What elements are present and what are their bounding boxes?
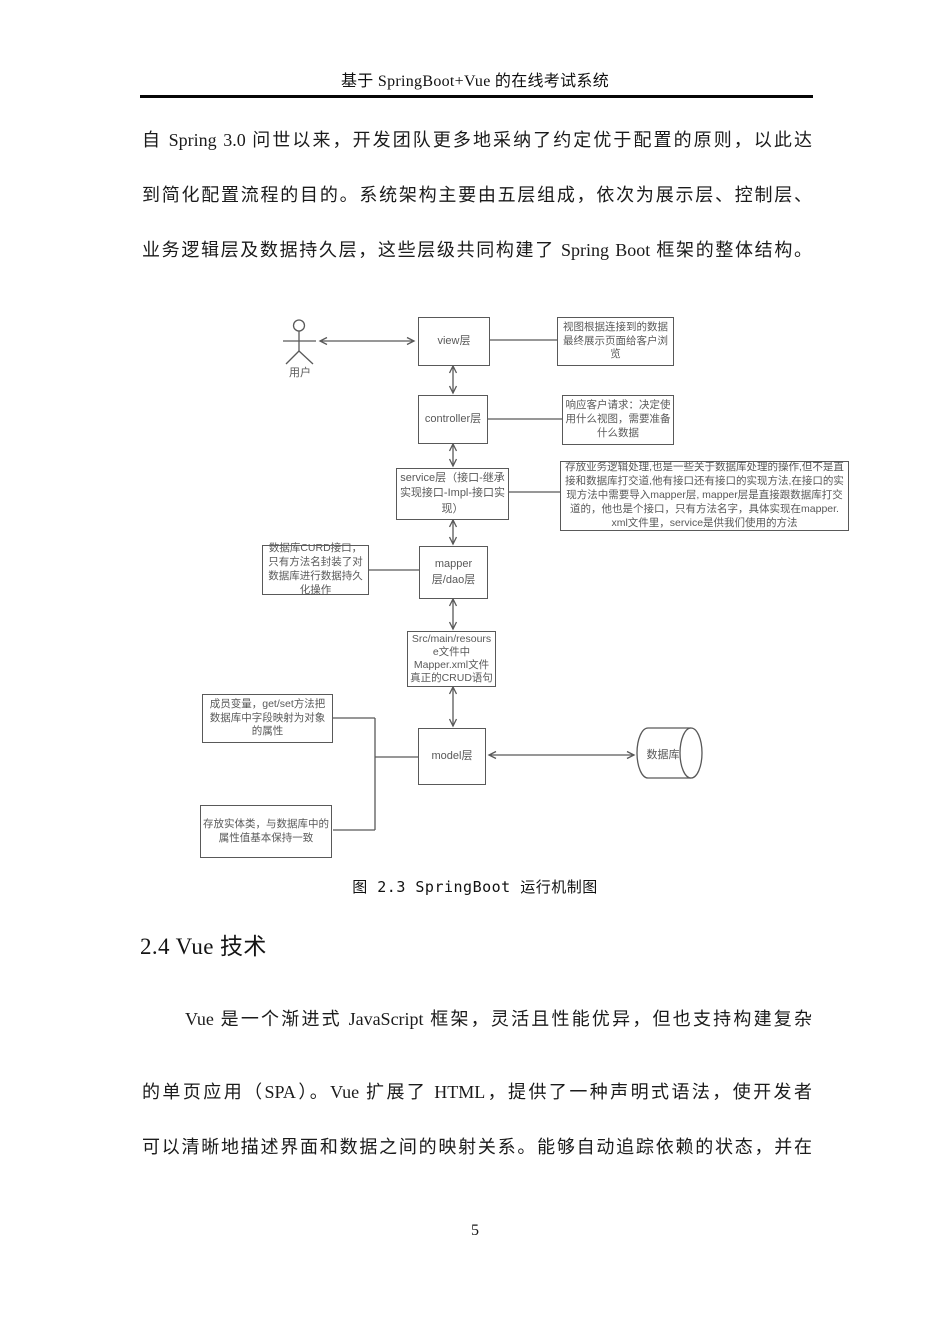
- annotation-service: 存放业务逻辑处理,也是一些关于数据库处理的操作,但不是直接和数据库打交道,他有接…: [560, 461, 849, 531]
- annotation-mapper: 数据库CURD接口，只有方法名封装了对数据库进行数据持久化操作: [262, 542, 369, 596]
- paragraph-line: 可以清晰地描述界面和数据之间的映射关系。能够自动追踪依赖的状态，并在: [142, 1137, 812, 1157]
- page-number: 5: [471, 1222, 479, 1239]
- src-resource-line: Src/main/resourse文件中: [411, 632, 492, 658]
- controller-layer-box: controller层: [418, 395, 488, 444]
- annotation-controller: 响应客户请求：决定使用什么视图，需要准备什么数据: [562, 395, 674, 445]
- section-heading: 2.4 Vue 技术: [140, 934, 267, 959]
- header-title: 基于 SpringBoot+Vue 的在线考试系统: [340, 73, 609, 90]
- annotation-view: 视图根据连接到的数据最终展示页面给客户浏览: [557, 317, 674, 366]
- annotation-model-member: 成员变量，get/set方法把数据库中字段映射为对象的属性: [202, 694, 333, 743]
- annotation-model-entity: 存放实体类，与数据库中的属性值基本保持一致: [200, 805, 332, 858]
- header-rule: [140, 95, 813, 98]
- paragraph-line: Vue 是一个渐进式 JavaScript 框架，灵活且性能优异，但也支持构建复…: [185, 1009, 812, 1029]
- database-cylinder-icon: [636, 727, 703, 779]
- view-layer-box: view层: [418, 317, 490, 366]
- model-layer-box: model层: [418, 728, 486, 785]
- paragraph-line: 业务逻辑层及数据持久层，这些层级共同构建了 Spring Boot 框架的整体结…: [142, 240, 812, 260]
- paragraph-line: 的单页应用（SPA）。Vue 扩展了 HTML，提供了一种声明式语法，使开发者: [142, 1082, 812, 1102]
- connector-model-annotations: [333, 717, 418, 831]
- src-resource-line: Mapper.xml文件: [413, 659, 490, 671]
- src-resource-box: Src/main/resourse文件中 Mapper.xml文件 真正的CRU…: [407, 631, 496, 687]
- database-label: 数据库: [646, 749, 680, 761]
- src-resource-line: 真正的CRUD语句: [410, 672, 493, 685]
- paragraph-line: 自 Spring 3.0 问世以来，开发团队更多地采纳了约定优于配置的原则，以此…: [142, 130, 812, 150]
- user-actor-label: 用户: [289, 367, 311, 379]
- figure-caption: 图 2.3 SpringBoot 运行机制图: [352, 878, 598, 896]
- service-layer-box: service层（接口-继承实现接口-Impl-接口实现）: [396, 468, 509, 520]
- springboot-diagram: [283, 319, 703, 831]
- user-actor-icon: [283, 319, 316, 365]
- paragraph-line: 到简化配置流程的目的。系统架构主要由五层组成，依次为展示层、控制层、: [142, 185, 812, 205]
- mapper-layer-box: mapper层/dao层: [419, 546, 488, 599]
